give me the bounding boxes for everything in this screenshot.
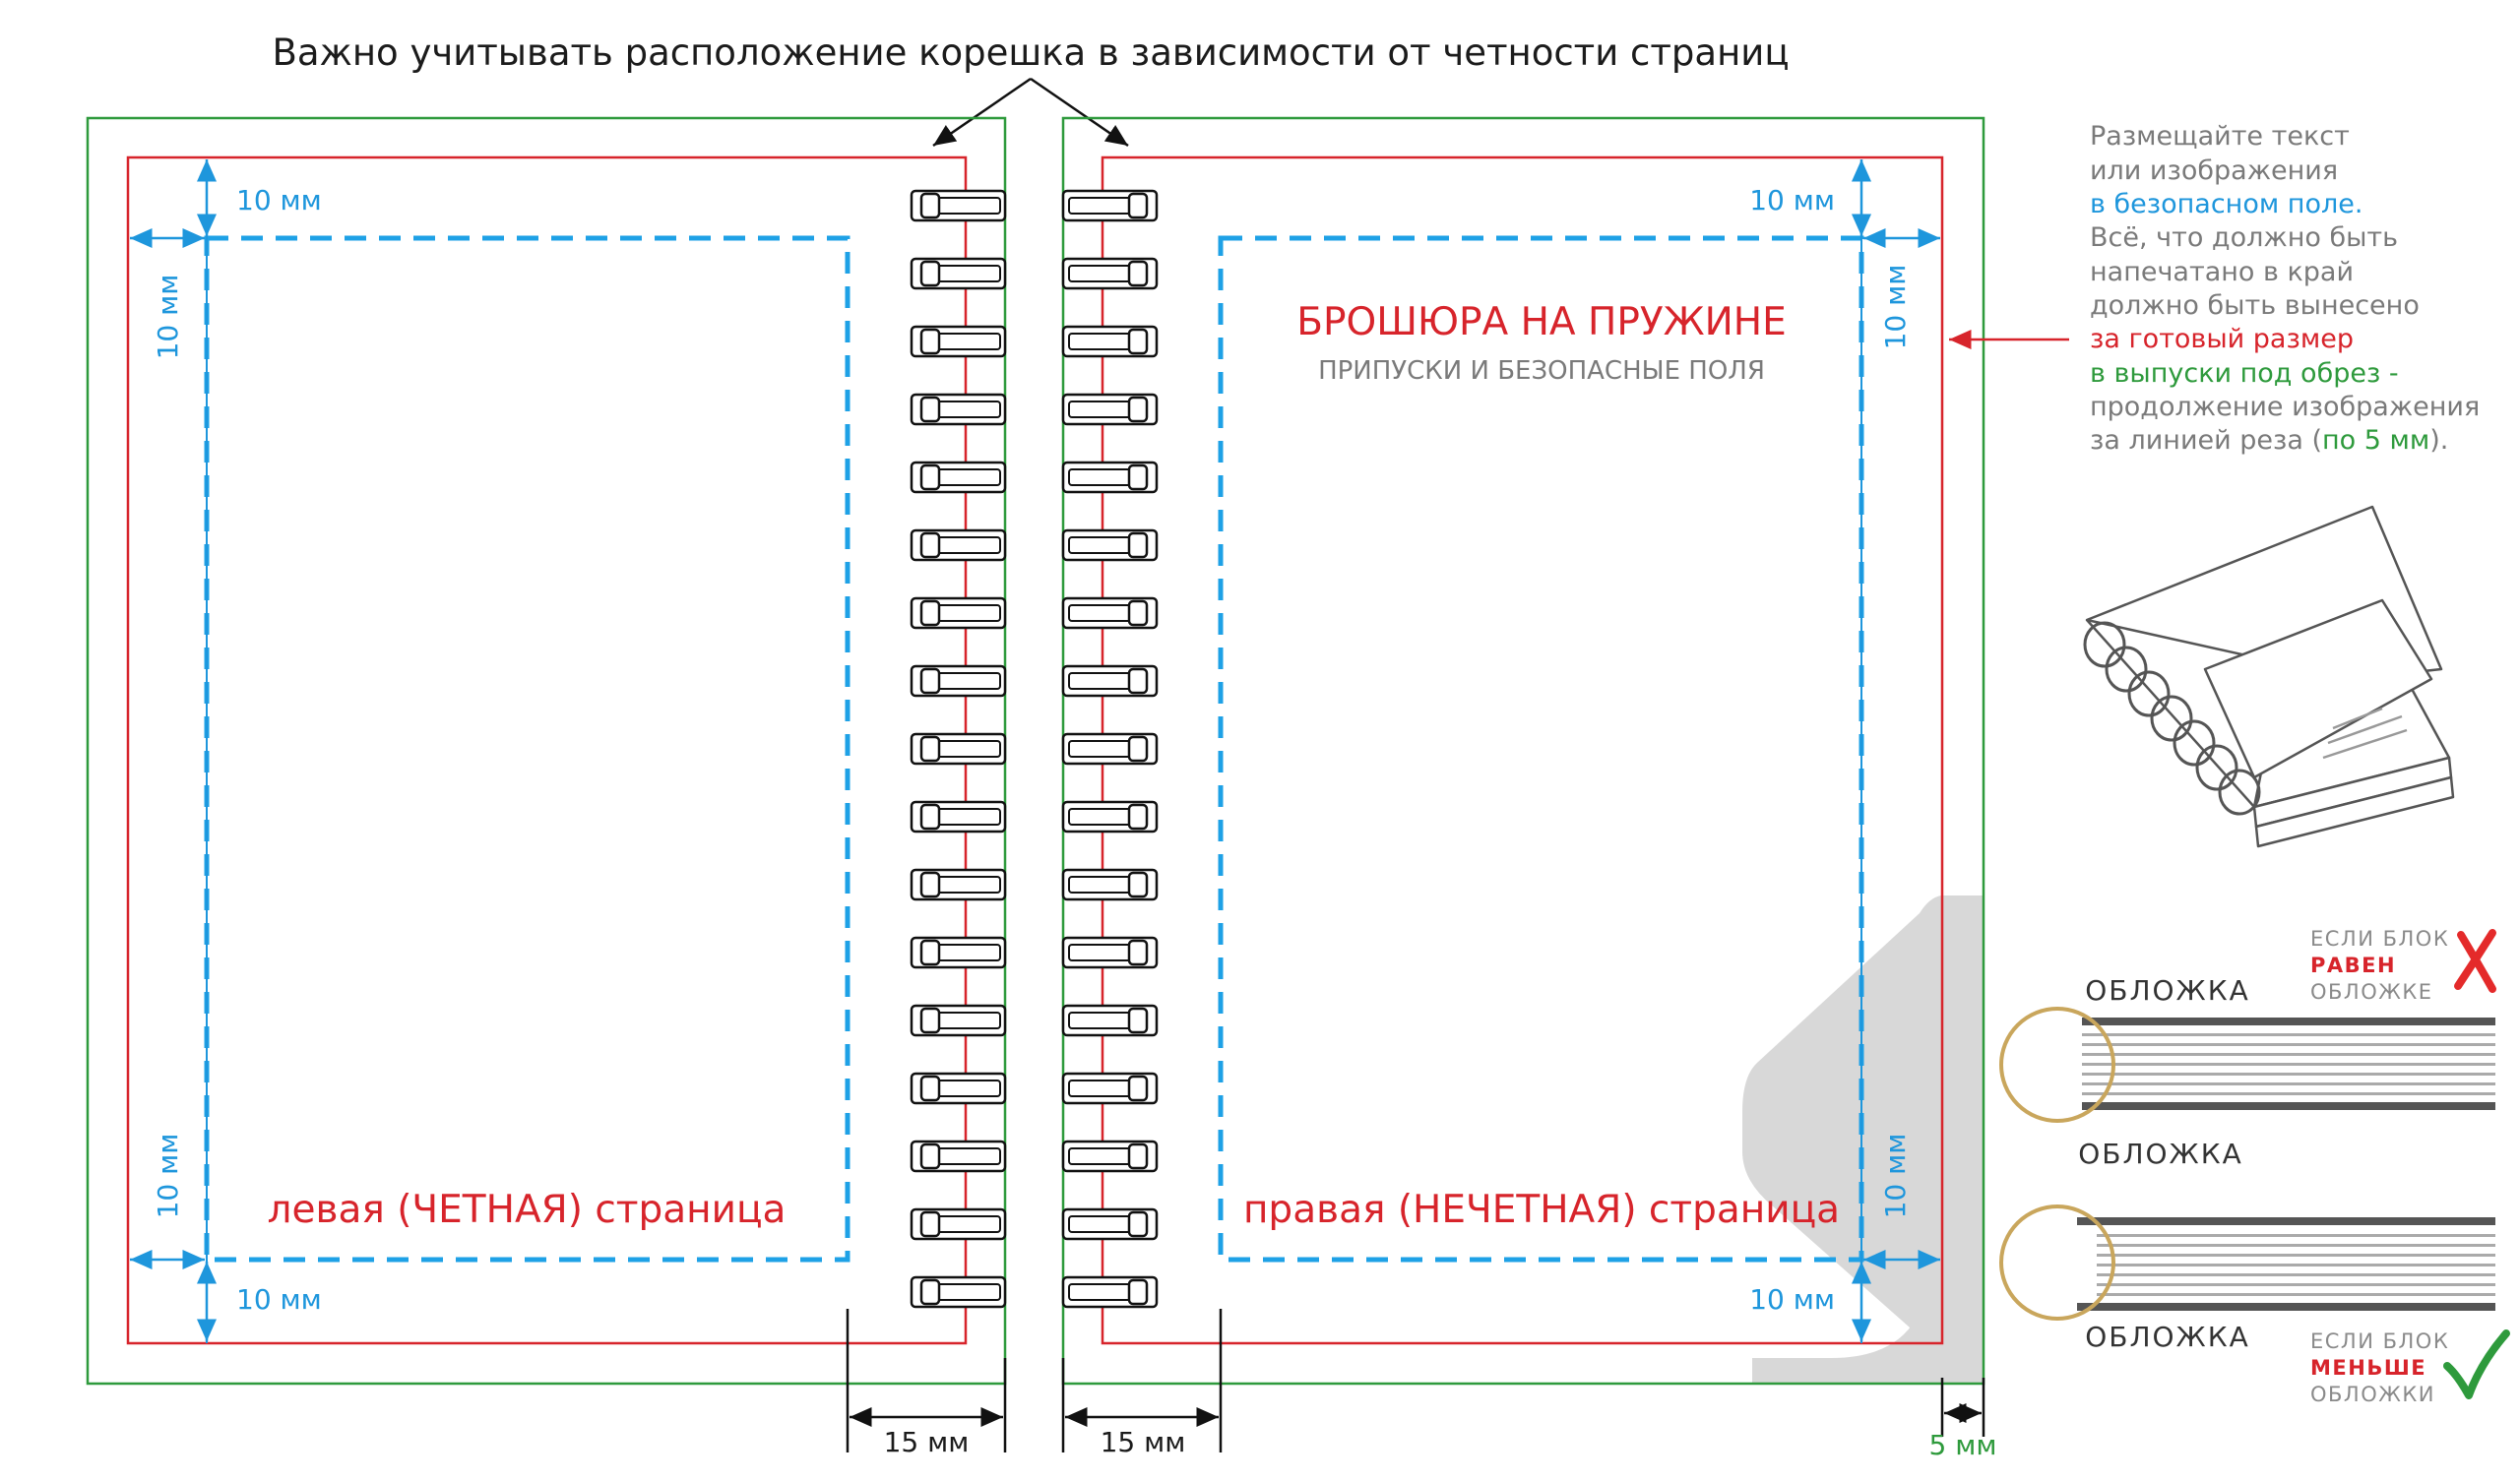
cover-middle-label: ОБЛОЖКА (2078, 1138, 2243, 1170)
spiral-ring-icon (1061, 257, 1159, 290)
smaller-block-lines (2077, 1217, 2495, 1311)
equal-line-1: ЕСЛИ БЛОК (2310, 927, 2449, 951)
spiral-ring-icon (1061, 189, 1159, 222)
equal-block-lines (2082, 1018, 2495, 1110)
spiral-ring-icon (1061, 325, 1159, 358)
note-line-10-c: ). (2429, 425, 2448, 456)
right-margin-side-bottom: 10 мм (1879, 1134, 1912, 1219)
spiral-ring-icon (910, 1140, 1007, 1173)
bleed-label: 5 мм (1929, 1429, 1997, 1461)
left-trim-line (126, 155, 968, 1345)
spiral-ring-icon (910, 1004, 1007, 1037)
spiral-ring-icon (910, 189, 1007, 222)
spiral-ring-icon (910, 461, 1007, 494)
left-page: 10 мм 10 мм 10 мм 10 мм левая (ЧЕТНАЯ) с… (86, 116, 1007, 1458)
spiral-ring-icon (1061, 1004, 1159, 1037)
note-line-10: за линией реза (по 5 мм). (2090, 425, 2448, 456)
right-margin-bottom: 10 мм (1749, 1283, 1835, 1316)
right-dimension-lines (1852, 159, 1940, 1343)
spiral-ring-icon (910, 1275, 1007, 1309)
note-line-6: должно быть вынесено (2090, 290, 2420, 321)
header-arrows (932, 77, 1129, 148)
spiral-ring-icon (1061, 936, 1159, 969)
spiral-ring-icon (1061, 800, 1159, 834)
right-margin-side: 10 мм (1879, 265, 1912, 350)
left-margin-side: 10 мм (152, 275, 184, 360)
cover-top-label: ОБЛОЖКА (2085, 974, 2250, 1007)
note-line-2: или изображения (2090, 155, 2338, 186)
safe-zone-note: Размещайте текст или изображения в безоп… (1949, 121, 2480, 456)
spiral-ring-icon (1061, 461, 1159, 494)
equal-ring (1999, 1007, 2115, 1123)
spiral-ring-icon (910, 325, 1007, 358)
left-dimension-lines (130, 159, 217, 1343)
spiral-ring-icon (910, 393, 1007, 426)
spiral-ring-icon (1061, 1275, 1159, 1309)
bleed-dimension (1940, 1378, 1985, 1437)
left-margin-bottom: 10 мм (236, 1283, 322, 1316)
note-line-8: в выпуски под обрез - (2090, 358, 2399, 389)
right-spine-dimension (1061, 1309, 1223, 1452)
right-page: 10 мм 10 мм 10 мм 10 мм БРОШЮРА НА ПРУЖИ… (1061, 116, 1997, 1461)
spiral-ring-icon (910, 800, 1007, 834)
spiral-ring-icon (910, 528, 1007, 562)
spiral-ring-icon (910, 257, 1007, 290)
smaller-line-1: ЕСЛИ БЛОК (2310, 1329, 2449, 1353)
right-page-label: правая (НЕЧЕТНАЯ) страница (1243, 1188, 1840, 1232)
left-spiral-binding (910, 189, 1007, 1309)
smaller-ring (1999, 1204, 2115, 1321)
spiral-ring-icon (1061, 868, 1159, 901)
left-margin-side-bottom: 10 мм (152, 1134, 184, 1219)
note-line-3: в безопасном поле. (2090, 189, 2362, 219)
spiral-ring-icon (1061, 1072, 1159, 1105)
brochure-subtitle: ПРИПУСКИ И БЕЗОПАСНЫЕ ПОЛЯ (1318, 356, 1765, 386)
smaller-line-3: ОБЛОЖКИ (2310, 1383, 2435, 1406)
spiral-ring-icon (910, 1207, 1007, 1241)
spiral-ring-icon (1061, 596, 1159, 630)
note-line-10-a: за линией реза ( (2090, 425, 2322, 456)
left-safe-zone (204, 235, 850, 1263)
check-icon (2443, 1329, 2510, 1399)
equal-line-2: РАВЕН (2310, 954, 2396, 977)
left-spine-label: 15 мм (884, 1426, 970, 1458)
spiral-ring-icon (1061, 1207, 1159, 1241)
smaller-line-2: МЕНЬШЕ (2310, 1356, 2426, 1380)
cross-icon (2454, 929, 2496, 993)
note-line-7: за готовый размер (2090, 324, 2354, 354)
cover-comparison: ОБЛОЖКА ЕСЛИ БЛОК РАВЕН ОБЛОЖКЕ (1999, 927, 2510, 1406)
note-line-10-b: по 5 мм (2322, 425, 2429, 456)
spiral-ring-icon (1061, 1140, 1159, 1173)
equal-line-3: ОБЛОЖКЕ (2310, 980, 2433, 1004)
spiral-ring-icon (1061, 732, 1159, 766)
header-title: Важно учитывать расположение корешка в з… (272, 31, 1789, 74)
spiral-ring-icon (910, 936, 1007, 969)
spiral-ring-icon (910, 664, 1007, 698)
note-line-5: напечатано в край (2090, 257, 2354, 287)
cover-smaller-case: ОБЛОЖКА ЕСЛИ БЛОК МЕНЬШЕ ОБЛОЖКИ (1999, 1204, 2510, 1406)
spiral-notebook-icon (2083, 505, 2455, 848)
left-page-label: левая (ЧЕТНАЯ) страница (268, 1188, 787, 1232)
spiral-ring-icon (1061, 393, 1159, 426)
left-spine-dimension (846, 1309, 1007, 1452)
spiral-ring-icon (910, 868, 1007, 901)
note-line-4: Всё, что должно быть (2090, 222, 2398, 253)
cover-bottom-label: ОБЛОЖКА (2085, 1321, 2250, 1353)
note-line-1: Размещайте текст (2090, 121, 2350, 152)
cover-equal-case: ОБЛОЖКА ЕСЛИ БЛОК РАВЕН ОБЛОЖКЕ (1999, 927, 2496, 1123)
left-margin-top: 10 мм (236, 184, 322, 216)
right-spine-label: 15 мм (1101, 1426, 1186, 1458)
right-margin-top: 10 мм (1749, 184, 1835, 216)
spiral-ring-icon (910, 596, 1007, 630)
brochure-title: БРОШЮРА НА ПРУЖИНЕ (1296, 300, 1787, 344)
spiral-ring-icon (1061, 664, 1159, 698)
spiral-ring-icon (910, 1072, 1007, 1105)
spiral-ring-icon (910, 732, 1007, 766)
right-spiral-binding (1061, 189, 1159, 1309)
note-line-9: продолжение изображения (2090, 392, 2480, 422)
spiral-ring-icon (1061, 528, 1159, 562)
